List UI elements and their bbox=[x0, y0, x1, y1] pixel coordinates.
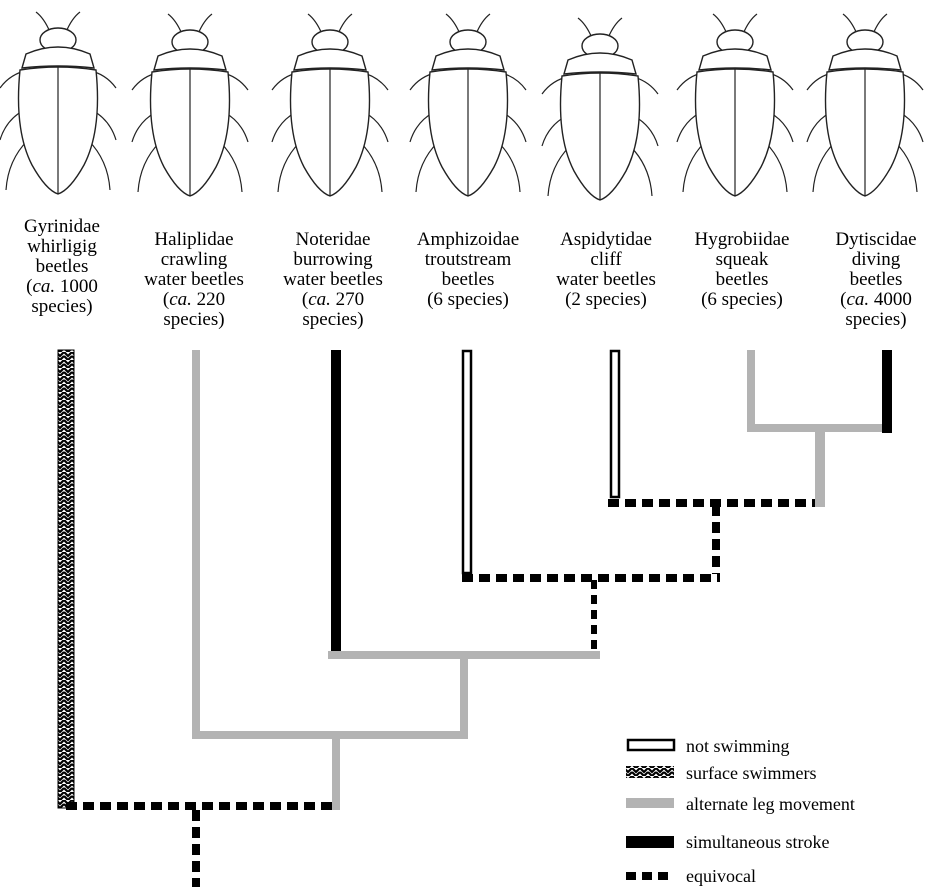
legend-label-alternate: alternate leg movement bbox=[686, 794, 855, 814]
taxon-species-count-ca: ca. bbox=[308, 289, 331, 310]
taxon-common-name: beetles bbox=[716, 269, 769, 290]
taxon-common-name: whirligig bbox=[27, 236, 97, 257]
taxon-species-count: (ca. 1000 bbox=[26, 276, 98, 297]
branch-gyrinidae bbox=[58, 350, 74, 808]
taxon-species-count-value: 4000 bbox=[869, 289, 912, 310]
taxon-species-count: (ca. 220 bbox=[163, 289, 225, 310]
legend-swatch-not-swimming bbox=[628, 740, 674, 750]
taxon-species-word: species) bbox=[31, 296, 92, 317]
taxon-common-name: water beetles bbox=[144, 269, 244, 290]
beetle-illustrations bbox=[0, 12, 923, 200]
aspidytidae-beetle-icon bbox=[542, 18, 658, 200]
taxon-species-count-ca: ca. bbox=[32, 276, 55, 297]
taxon-family-name: Dytiscidae bbox=[835, 229, 916, 250]
taxon-species-word: species) bbox=[302, 309, 363, 330]
legend-label-simultaneous: simultaneous stroke bbox=[686, 832, 829, 852]
taxon-species-count: (6 species) bbox=[427, 289, 509, 310]
taxon-species-word: species) bbox=[845, 309, 906, 330]
taxon-species-count-ca: ca. bbox=[846, 289, 869, 310]
taxon-species-count-value: (6 species) bbox=[427, 289, 509, 310]
taxon-common-name: beetles bbox=[36, 256, 89, 277]
taxon-species-count-value: (2 species) bbox=[565, 289, 647, 310]
haliplidae-beetle-icon bbox=[132, 14, 248, 196]
taxon-common-name: beetles bbox=[850, 269, 903, 290]
legend-label-equivocal: equivocal bbox=[686, 866, 756, 886]
taxon-species-count-value: 1000 bbox=[55, 276, 98, 297]
gyrinidae-beetle-icon bbox=[0, 12, 116, 194]
taxon-common-name: water beetles bbox=[556, 269, 656, 290]
taxon-common-name: burrowing bbox=[293, 249, 373, 270]
taxon-common-name: troutstream bbox=[425, 249, 512, 270]
noteridae-beetle-icon bbox=[272, 14, 388, 196]
taxon-family-name: Haliplidae bbox=[154, 229, 233, 250]
taxon-common-name: crawling bbox=[161, 249, 228, 270]
taxon-family-name: Gyrinidae bbox=[24, 216, 100, 237]
taxon-family-name: Amphizoidae bbox=[417, 229, 519, 250]
taxon-family-name: Aspidytidae bbox=[560, 229, 652, 250]
amphizoidae-beetle-icon bbox=[410, 14, 526, 196]
legend-swatch-simultaneous bbox=[626, 836, 674, 848]
legend: not swimming surface swimmers alternate … bbox=[626, 736, 855, 886]
hygrobiidae-beetle-icon bbox=[677, 14, 793, 196]
legend-label-surface-swimmers: surface swimmers bbox=[686, 763, 816, 783]
taxon-species-count-value: (6 species) bbox=[701, 289, 783, 310]
taxon-species-word: species) bbox=[163, 309, 224, 330]
branch-aspidytidae bbox=[611, 351, 619, 497]
taxon-family-name: Hygrobiidae bbox=[695, 229, 790, 250]
legend-label-not-swimming: not swimming bbox=[686, 736, 790, 756]
taxon-species-count: (6 species) bbox=[701, 289, 783, 310]
taxon-family-name: Noteridae bbox=[296, 229, 371, 250]
taxon-common-name: cliff bbox=[590, 249, 622, 270]
legend-swatch-surface-swimmers bbox=[626, 766, 674, 778]
taxon-species-count: (ca. 270 bbox=[302, 289, 364, 310]
branch-amphizoidae bbox=[463, 351, 471, 573]
taxon-common-name: squeak bbox=[716, 249, 769, 270]
dytiscidae-beetle-icon bbox=[807, 14, 923, 196]
taxon-species-count-value: 270 bbox=[331, 289, 364, 310]
taxon-species-count: (ca. 4000 bbox=[840, 289, 912, 310]
taxon-common-name: beetles bbox=[442, 269, 495, 290]
legend-swatch-alternate bbox=[626, 798, 674, 808]
taxon-common-name: diving bbox=[852, 249, 901, 270]
taxon-common-name: water beetles bbox=[283, 269, 383, 290]
taxon-species-count-ca: ca. bbox=[169, 289, 192, 310]
taxon-species-count: (2 species) bbox=[565, 289, 647, 310]
taxon-species-count-value: 220 bbox=[192, 289, 225, 310]
